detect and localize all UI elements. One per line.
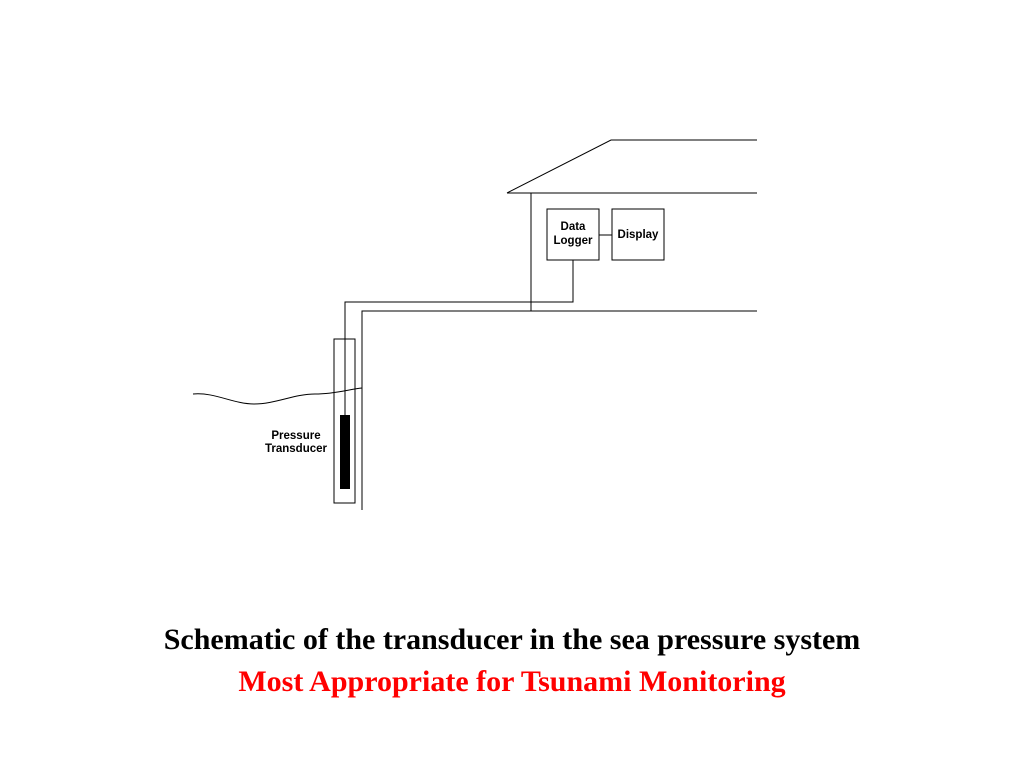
pressure-transducer xyxy=(340,415,350,489)
sea-surface-wave xyxy=(192,387,363,405)
data-logger: Data Logger xyxy=(546,208,600,261)
display-box xyxy=(611,208,665,261)
display: Display xyxy=(611,208,665,261)
display-label: Display xyxy=(618,229,660,241)
stilling-well xyxy=(333,338,356,504)
data-logger-box xyxy=(546,208,600,261)
sensor-cable xyxy=(344,260,574,415)
data-logger-label-line1: Data xyxy=(561,221,587,233)
caption-main: Schematic of the transducer in the sea p… xyxy=(163,623,861,656)
pressure-transducer-label-line2: Transducer xyxy=(265,443,328,455)
building-roof xyxy=(506,139,757,194)
data-logger-label-line2: Logger xyxy=(554,235,593,247)
cable-path xyxy=(344,260,574,415)
pressure-transducer-label-line1: Pressure xyxy=(271,430,320,442)
pier-structure xyxy=(361,310,531,510)
building xyxy=(506,139,757,312)
caption-sub: Most Appropriate for Tsunami Monitoring xyxy=(238,665,786,698)
